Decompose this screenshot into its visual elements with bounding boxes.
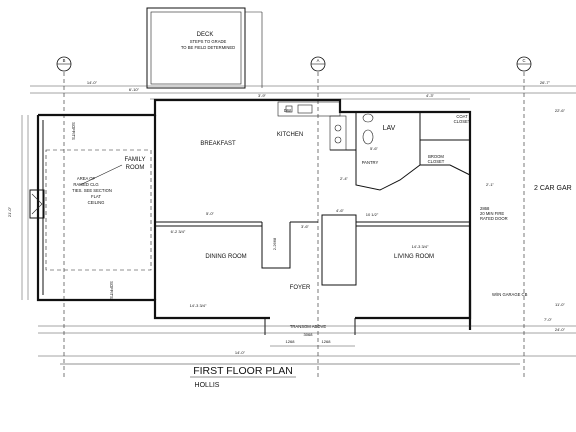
- dim-14-0-top: 14'-0": [87, 80, 98, 85]
- dim-6-10-top: 6'-10": [129, 87, 140, 92]
- raised-ceiling: [45, 149, 152, 271]
- dim-11-0: 11'-0": [555, 302, 565, 307]
- dim-2-4: 2'-4": [340, 176, 349, 181]
- soffits-label-top: SOFFITS: [71, 122, 76, 140]
- breakfast-label: BREAKFAST: [200, 141, 236, 147]
- interior-walls: [155, 112, 471, 335]
- stair: [321, 214, 357, 286]
- wall-pantry-angle: [330, 149, 471, 191]
- lav-fixtures: [362, 113, 374, 145]
- pantry-label: PANTRY: [362, 160, 379, 165]
- plan-title: FIRST FLOOR PLAN: [193, 365, 293, 377]
- garage-label: 2 CAR GAR: [534, 185, 572, 192]
- raised-ceiling-note-5: CEILING: [88, 200, 105, 205]
- raised-ceiling-note-1: AREA OF: [77, 176, 96, 181]
- dimension-strings-left: 21'-0": [7, 115, 29, 300]
- foyer-label: FOYER: [290, 285, 311, 291]
- raised-ceiling-note-4: FLAT: [91, 194, 101, 199]
- deck: DECK STEPS TO GRADE TO BE FIELD DETERMIN…: [146, 7, 263, 89]
- dim-14-0-bottom: 14'-0": [235, 350, 246, 355]
- deck-label: DECK: [197, 32, 214, 38]
- dim-24-0: 24'-0": [555, 327, 566, 332]
- dim-14-3-3-4-right: 14'-3 3/4": [412, 244, 429, 249]
- dim-5-0: 5'-0": [206, 211, 215, 216]
- coat-closet-label-2: CLOSET: [454, 119, 471, 124]
- fireplace-box: [29, 189, 45, 219]
- dim-3-9-top: 3'-9": [258, 93, 267, 98]
- raised-ceiling-outline: [45, 149, 152, 271]
- deck-inner-outline: [150, 11, 242, 85]
- fire-door-label-3: RATED DOOR: [480, 216, 508, 221]
- dim-3068: 3068: [304, 332, 314, 337]
- garage-note-label: W/IN GARAGE CB: [492, 292, 528, 297]
- lav-sink: [362, 113, 374, 123]
- grid-lines: B A C: [56, 56, 532, 380]
- dimension-strings-bottom: 14'-0": [38, 325, 576, 357]
- dim-6-2-3-4: 6'-2 3/4": [171, 229, 186, 234]
- dim-4-3-top: 4'-3": [426, 93, 435, 98]
- dimension-labels: 14'-3 3/4" 14'-3 3/4" 6'-2 3/4" 5'-0" 2-…: [171, 146, 566, 344]
- family-room-label-1: FAMILY: [125, 157, 146, 163]
- dim-2-1: 2'-1": [486, 182, 495, 187]
- kitchen-label: KITCHEN: [277, 132, 303, 138]
- living-room-label: LIVING ROOM: [394, 254, 434, 260]
- raised-ceiling-note-2: RAISED CLG: [73, 182, 98, 187]
- wall-stair-closet: [261, 222, 291, 269]
- family-room-label-2: ROOM: [126, 165, 145, 171]
- deck-outline: [146, 7, 246, 89]
- broom-closet-label-2: CLOSET: [428, 159, 445, 164]
- kitchen-counters: DW: [277, 101, 347, 151]
- soffits-label-bottom: SOFFITS: [109, 281, 114, 299]
- grid-bubble-a-label: A: [317, 58, 320, 63]
- deck-note-steps: STEPS TO GRADE: [190, 39, 227, 44]
- kitchen-counter-top: [277, 101, 341, 117]
- grid-bubble-b-label: B: [63, 58, 66, 63]
- kitchen-sink: [297, 104, 313, 114]
- kitchen-burner-1: [334, 124, 342, 132]
- dim-26-7-top: 26'-7": [540, 80, 551, 85]
- dim-5-6: 5'-6": [370, 146, 379, 151]
- dimension-strings-top: 14'-0" 6'-10" 26'-7" 22'-6" 3'-9" 4'-3": [30, 80, 576, 113]
- dim-10-1-2: 10 1/2": [366, 212, 379, 217]
- kitchen-counter-side: [329, 115, 347, 151]
- raised-ceiling-note-3: TIES. SEE SECTION: [72, 188, 112, 193]
- title-block: FIRST FLOOR PLAN HOLLIS: [60, 363, 520, 389]
- lav-toilet: [362, 129, 374, 145]
- fireplace-opening: [31, 193, 43, 215]
- dim-14-3-3-4-left: 14'-3 3/4": [190, 303, 207, 308]
- room-labels: BREAKFAST KITCHEN FAMILY ROOM AREA OF RA…: [71, 114, 572, 329]
- fireplace: [29, 189, 45, 219]
- kitchen-dw-label: DW: [284, 108, 291, 113]
- dim-7-0: 7'-0": [544, 317, 553, 322]
- grid-bubble-c-label: C: [522, 58, 525, 63]
- raised-ceiling-leader: [79, 164, 123, 186]
- broom-closet-label-1: BROOM: [428, 154, 444, 159]
- lav-label: LAV: [383, 125, 396, 132]
- dim-1268-b: 1268: [322, 339, 332, 344]
- dim-22-6-top: 22'-6": [555, 108, 566, 113]
- dim-2-2668: 2-2668: [272, 237, 277, 250]
- dim-21-0-left: 21'-0": [7, 206, 12, 217]
- coat-closet-label-1: COAT: [456, 114, 468, 119]
- dim-1268-a: 1268: [286, 339, 296, 344]
- dim-3-6: 3'-6": [301, 224, 310, 229]
- wall-top: [38, 98, 472, 330]
- transom-label: TRANSOM ABOVE: [290, 324, 327, 329]
- exterior-walls: [36, 98, 472, 330]
- dim-4-6: 4'-6": [336, 208, 345, 213]
- fire-door-label-2: 20 MIN FIRE: [480, 211, 504, 216]
- kitchen-burner-2: [334, 136, 342, 144]
- plan-subtitle: HOLLIS: [195, 382, 220, 389]
- wall-bottom-right: [355, 290, 472, 320]
- dining-room-label: DINING ROOM: [205, 254, 246, 260]
- fire-door-label-1: 2868: [480, 206, 490, 211]
- deck-note-field: TO BE FIELD DETERMINED: [181, 45, 235, 50]
- kitchen-dw: [285, 105, 293, 113]
